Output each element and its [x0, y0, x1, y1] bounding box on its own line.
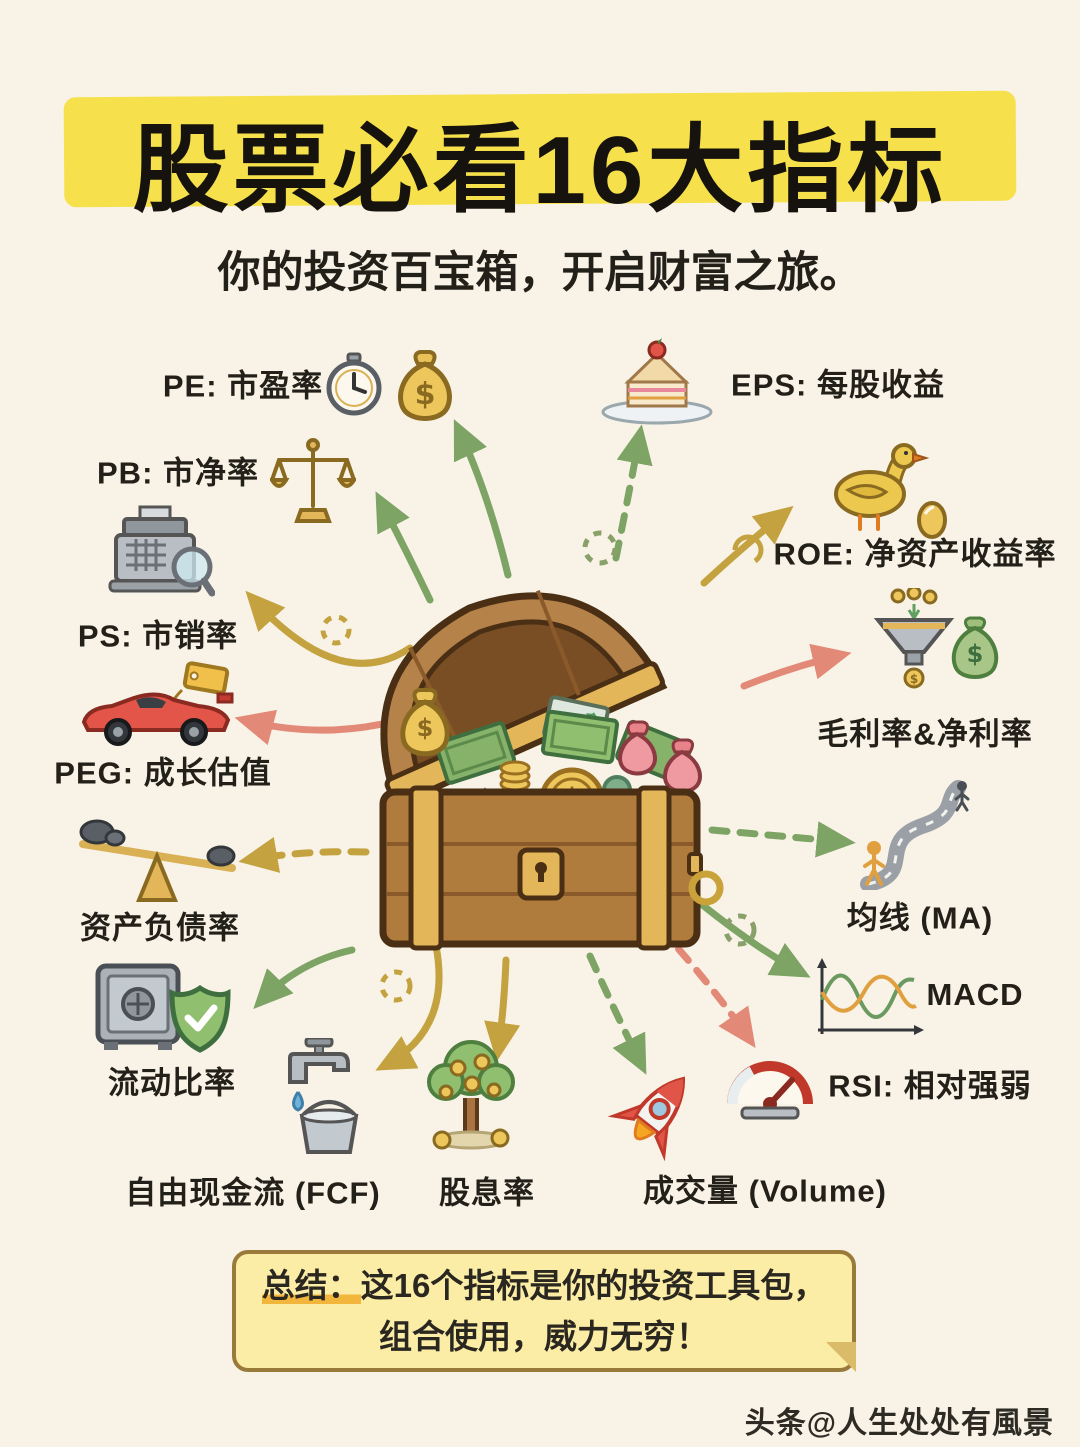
indicator-label-peg: PEG: 成长估值	[54, 755, 272, 791]
funnel-coin-dollar-glyph: $	[910, 672, 918, 686]
money-bag-icon: $	[388, 346, 462, 426]
bag-dollar-glyph: $	[415, 377, 436, 412]
balance-scale-icon	[270, 438, 356, 526]
faucet-icon	[268, 1038, 366, 1156]
indicator-label-pe: PE: 市盈率	[162, 368, 324, 404]
golden-egg-icon	[917, 501, 947, 539]
side-money-sack: $	[400, 688, 450, 757]
indicator-label-macd: MACD	[926, 977, 1024, 1012]
indicator-label-rsi: RSI: 相对强弱	[828, 1068, 1032, 1104]
green-bag-dollar-glyph: $	[967, 640, 984, 668]
indicator-label-ma: 均线 (MA)	[846, 900, 994, 936]
funnel-icon: $ $	[850, 588, 1005, 703]
cash-register-icon	[100, 505, 215, 607]
money-bag-green-icon: $	[951, 616, 999, 679]
walker-icon	[863, 841, 885, 886]
indicator-label-ps: PS: 市销率	[77, 618, 239, 654]
indicator-label-pb: PB: 市净率	[97, 455, 259, 491]
magnifier-icon	[171, 546, 215, 597]
goose-icon	[812, 432, 952, 544]
summary-note: 总结：这16个指标是你的投资工具包， 组合使用，威力无穷！	[232, 1250, 856, 1372]
summary-line-1: 总结：这16个指标是你的投资工具包，	[261, 1260, 827, 1311]
cake-icon	[598, 338, 716, 426]
money-tree-icon	[418, 1038, 524, 1156]
page-subtitle: 你的投资百宝箱，开启财富之旅。	[217, 249, 863, 297]
winding-road-icon	[852, 778, 974, 890]
summary-line-2: 组合使用，威力无穷！	[379, 1318, 709, 1355]
note-corner-fold	[826, 1342, 856, 1372]
summary-text-1: 这16个指标是你的投资工具包，	[360, 1266, 827, 1304]
indicator-label-dividend: 股息率	[439, 1175, 535, 1211]
price-tag-icon	[182, 661, 230, 695]
macd-wave-icon	[806, 952, 928, 1040]
clock-icon	[322, 352, 386, 416]
indicator-label-margin: 毛利率&净利率	[817, 716, 1033, 752]
indicator-label-debt: 资产负债率	[80, 910, 240, 946]
page-title: 股票必看16大指标	[132, 117, 948, 224]
race-car-icon	[78, 660, 238, 760]
indicator-label-eps: EPS: 每股收益	[731, 367, 945, 403]
gauge-icon	[722, 1042, 818, 1122]
summary-prefix: 总结：	[261, 1266, 361, 1304]
safe-icon	[92, 960, 237, 1062]
sack-dollar-glyph: $	[417, 714, 434, 742]
shield-check-icon	[169, 984, 231, 1053]
watermark: 头条@人生处处有風景	[744, 1407, 1054, 1440]
indicator-label-volume: 成交量 (Volume)	[643, 1173, 887, 1209]
walker-far-icon	[954, 781, 970, 812]
indicator-label-fcf: 自由现金流 (FCF)	[125, 1175, 381, 1211]
treasure-chest-illustration: $ $	[325, 552, 755, 977]
indicator-label-current: 流动比率	[108, 1065, 236, 1101]
bucket-icon	[299, 1100, 359, 1154]
rocket-icon	[595, 1062, 707, 1180]
seesaw-icon	[75, 818, 240, 906]
indicator-label-roe: ROE: 净资产收益率	[773, 536, 1057, 572]
